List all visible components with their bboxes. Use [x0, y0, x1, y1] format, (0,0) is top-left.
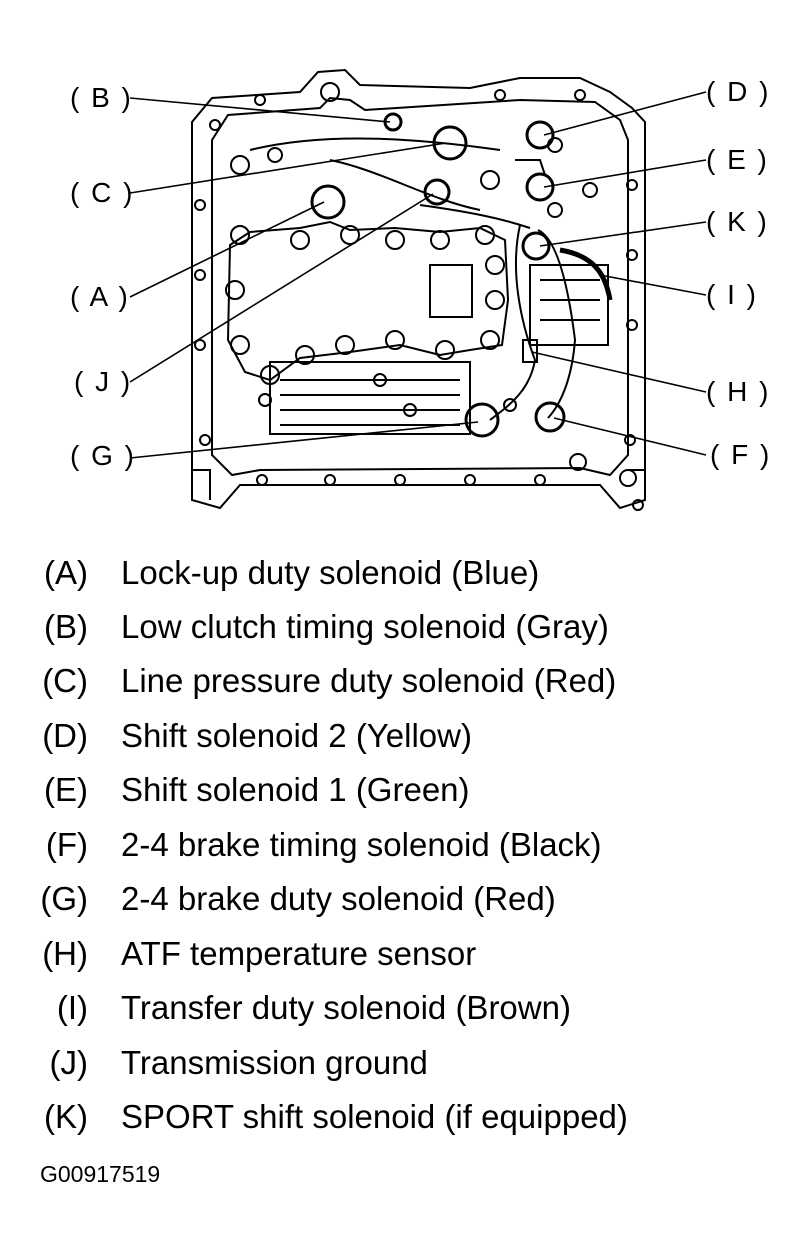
legend-code: (C)	[42, 662, 88, 699]
legend-row-i: (I) Transfer duty solenoid (Brown)	[0, 991, 801, 1041]
wire-harness	[249, 137, 577, 421]
solenoid-a	[310, 184, 346, 220]
legend-desc: SPORT shift solenoid (if equipped)	[121, 1098, 628, 1135]
legend-row-g: (G) 2-4 brake duty solenoid (Red)	[0, 882, 801, 932]
legend-code: (B)	[44, 608, 88, 645]
bolt-holes	[194, 89, 644, 511]
legend-desc: Lock-up duty solenoid (Blue)	[121, 554, 540, 591]
callout-c: ( C )	[70, 177, 135, 208]
callout-j: ( J )	[74, 366, 133, 397]
valve-body-diagram: ( B ) ( C ) ( A ) ( J ) ( G ) ( D ) ( E …	[0, 0, 801, 530]
legend-row-e: (E) Shift solenoid 1 (Green)	[0, 773, 801, 823]
right-valve-block	[529, 264, 609, 346]
callout-f: ( F )	[710, 439, 772, 470]
legend-desc: 2-4 brake timing solenoid (Black)	[121, 826, 602, 863]
legend-row-b: (B) Low clutch timing solenoid (Gray)	[0, 610, 801, 660]
legend-row-d: (D) Shift solenoid 2 (Yellow)	[0, 719, 801, 769]
callout-i: ( I )	[706, 279, 758, 310]
legend-code: (I)	[56, 989, 88, 1026]
legend-desc: Line pressure duty solenoid (Red)	[121, 662, 617, 699]
solenoid-c	[432, 125, 468, 161]
legend-desc: Shift solenoid 2 (Yellow)	[121, 717, 472, 754]
callout-d: ( D )	[706, 76, 771, 107]
legend-row-k: (K) SPORT shift solenoid (if equipped)	[0, 1100, 801, 1150]
legend-code: (A)	[44, 554, 88, 591]
solenoids	[310, 112, 566, 438]
legend-code: (J)	[49, 1044, 88, 1081]
valve-bolts	[225, 82, 637, 487]
figure-id: G00917519	[40, 1161, 161, 1187]
center-window	[429, 264, 473, 318]
solenoid-e	[525, 172, 555, 202]
callout-b: ( B )	[70, 82, 133, 113]
legend-desc: Shift solenoid 1 (Green)	[121, 771, 470, 808]
legend-row-j: (J) Transmission ground	[0, 1046, 801, 1096]
valve-body-illustration	[129, 68, 707, 511]
legend-row-c: (C) Line pressure duty solenoid (Red)	[0, 664, 801, 714]
legend-code: (K)	[44, 1098, 88, 1135]
legend-row-h: (H) ATF temperature sensor	[0, 937, 801, 987]
legend-desc: Transfer duty solenoid (Brown)	[121, 989, 571, 1026]
solenoid-f	[534, 401, 566, 433]
callout-a: ( A )	[70, 281, 130, 312]
lower-valve-lines	[280, 379, 460, 426]
callout-k: ( K )	[706, 206, 769, 237]
callout-h: ( H )	[706, 376, 771, 407]
sump-outline	[226, 220, 510, 382]
legend-desc: Low clutch timing solenoid (Gray)	[121, 608, 609, 645]
legend-code: (F)	[45, 826, 88, 863]
legend-row-f: (F) 2-4 brake timing solenoid (Black)	[0, 828, 801, 878]
gasket-outline	[211, 96, 629, 477]
legend-desc: ATF temperature sensor	[121, 935, 477, 972]
callout-e: ( E )	[706, 144, 769, 175]
legend-code: (H)	[42, 935, 88, 972]
leader-lines	[129, 91, 707, 459]
legend-code: (D)	[42, 717, 88, 754]
callout-g: ( G )	[70, 440, 136, 471]
legend-code: (E)	[44, 771, 88, 808]
atf-sensor	[522, 339, 538, 363]
solenoid-k	[521, 231, 551, 261]
legend-desc: 2-4 brake duty solenoid (Red)	[121, 880, 556, 917]
lower-valve-bank	[269, 361, 471, 435]
brown-wire	[559, 247, 613, 301]
legend-code: (G)	[40, 880, 88, 917]
legend-desc: Transmission ground	[121, 1044, 428, 1081]
legend-row-a: (A) Lock-up duty solenoid (Blue)	[0, 556, 801, 606]
case-outline	[191, 68, 646, 510]
solenoid-g	[464, 402, 500, 438]
right-valve-lines	[540, 279, 600, 321]
solenoid-j	[423, 178, 451, 206]
solenoid-d	[525, 120, 555, 150]
